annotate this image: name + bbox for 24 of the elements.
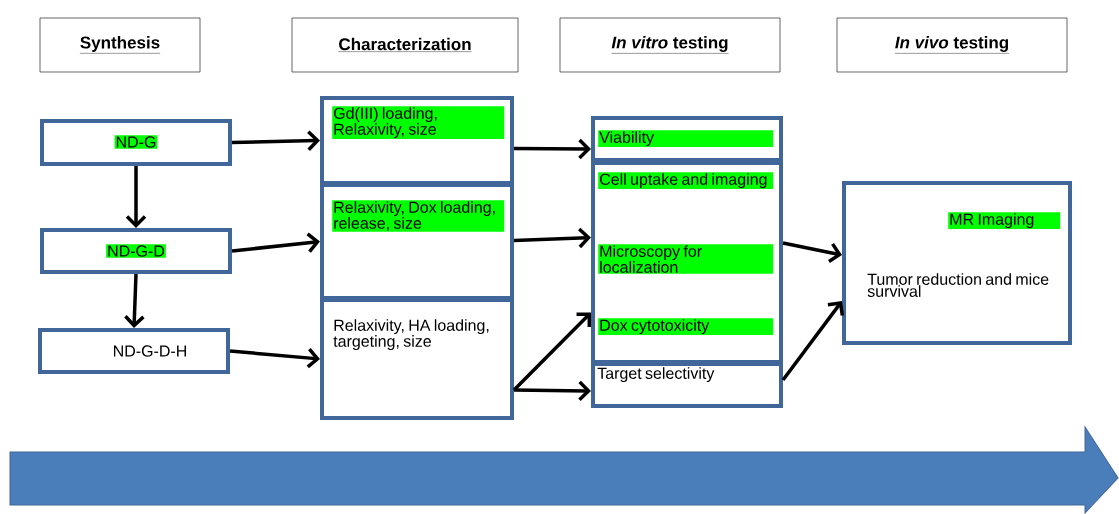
process-box: Gd(III) loading, Relaxivity, size — [320, 96, 514, 185]
process-box: MR Imaging Tumor reduction and mice survival — [842, 181, 1072, 345]
arrow — [231, 232, 320, 253]
process-box: Viability — [591, 116, 783, 162]
arrow — [125, 166, 147, 228]
arrow — [231, 130, 320, 151]
arrow — [514, 380, 591, 402]
arrow — [229, 347, 320, 369]
arrow — [124, 273, 145, 328]
process-box: ND-G — [40, 119, 232, 166]
arrow — [512, 312, 592, 392]
process-box: ND-G-D-H — [38, 328, 230, 374]
arrow — [514, 138, 591, 160]
process-box: Target selectivity — [591, 362, 783, 408]
arrow — [781, 301, 845, 382]
stage-heading: In vitro testing — [559, 17, 781, 73]
process-box: Relaxivity, Dox loading, release, size — [320, 183, 514, 300]
stage-heading: In vivo testing — [836, 17, 1068, 73]
stage-heading: Characterization — [291, 17, 519, 73]
stage-heading: Synthesis — [39, 17, 201, 73]
arrow — [513, 227, 591, 249]
process-box: Relaxivity, HA loading, targeting, size — [320, 298, 514, 420]
arrow — [782, 241, 842, 263]
process-box: ND-G-D — [40, 228, 232, 274]
